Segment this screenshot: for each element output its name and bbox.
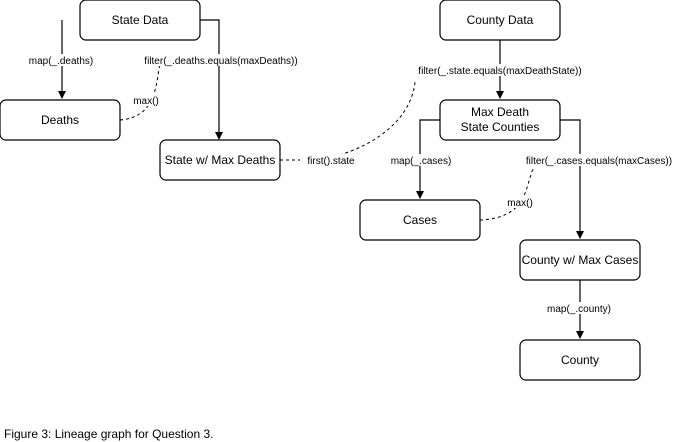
label-filter-state-text: filter(_.state.equals(maxDeathState)) <box>418 66 581 77</box>
edge-first-state-dependency <box>280 81 416 161</box>
node-state-max-deaths: State w/ Max Deaths <box>159 139 281 181</box>
label-filter-deaths: filter(_.deaths.equals(maxDeaths)) <box>134 54 308 67</box>
edge-state-data-to-state-max-deaths <box>200 19 223 140</box>
edge-counties-to-cases <box>416 119 440 199</box>
label-filter-cases-text: filter(_.cases.equals(maxCases)) <box>526 156 672 167</box>
label-first-state: first().state <box>300 154 362 167</box>
node-state-data: State Data <box>79 0 201 41</box>
label-max-cases: max() <box>503 196 537 209</box>
label-map-cases-text: map(_.cases) <box>391 156 452 167</box>
node-county-data-label: County Data <box>467 13 534 27</box>
edge-counties-to-county-max-cases <box>560 119 584 239</box>
label-max-cases-text: max() <box>507 198 533 209</box>
label-map-cases: map(_.cases) <box>384 154 458 167</box>
node-county-max-cases: County w/ Max Cases <box>519 239 641 281</box>
node-county-max-cases-label: County w/ Max Cases <box>522 253 639 267</box>
node-county-data: County Data <box>439 0 561 41</box>
node-cases-label: Cases <box>403 213 437 227</box>
edge-deaths-max-dependency <box>119 61 161 121</box>
node-max-death-state-counties-label-line2: State Counties <box>461 120 540 134</box>
label-filter-state: filter(_.state.equals(maxDeathState)) <box>408 64 592 77</box>
edge-cases-max-dependency <box>479 168 534 221</box>
node-state-max-deaths-label: State w/ Max Deaths <box>165 153 276 167</box>
label-filter-cases: filter(_.cases.equals(maxCases)) <box>516 154 682 167</box>
label-filter-deaths-text: filter(_.deaths.equals(maxDeaths)) <box>144 56 297 67</box>
node-county-label: County <box>561 353 599 367</box>
node-state-data-label: State Data <box>112 13 169 27</box>
label-map-county-text: map(_.county) <box>547 304 611 315</box>
label-map-deaths-text: map(_.deaths) <box>29 56 93 67</box>
figure-caption: Figure 3: Lineage graph for Question 3. <box>4 427 214 441</box>
node-max-death-state-counties-label-line1: Max Death <box>471 105 529 119</box>
label-first-state-text: first().state <box>307 156 355 167</box>
node-deaths-label: Deaths <box>41 113 79 127</box>
node-cases: Cases <box>359 199 481 241</box>
node-county: County <box>519 339 641 381</box>
label-map-deaths: map(_.deaths) <box>22 54 100 67</box>
label-max-deaths: max() <box>129 94 163 107</box>
node-deaths: Deaths <box>0 99 121 141</box>
node-max-death-state-counties: Max Death State Counties <box>439 99 561 141</box>
label-map-county: map(_.county) <box>541 302 617 315</box>
label-max-deaths-text: max() <box>133 96 159 107</box>
